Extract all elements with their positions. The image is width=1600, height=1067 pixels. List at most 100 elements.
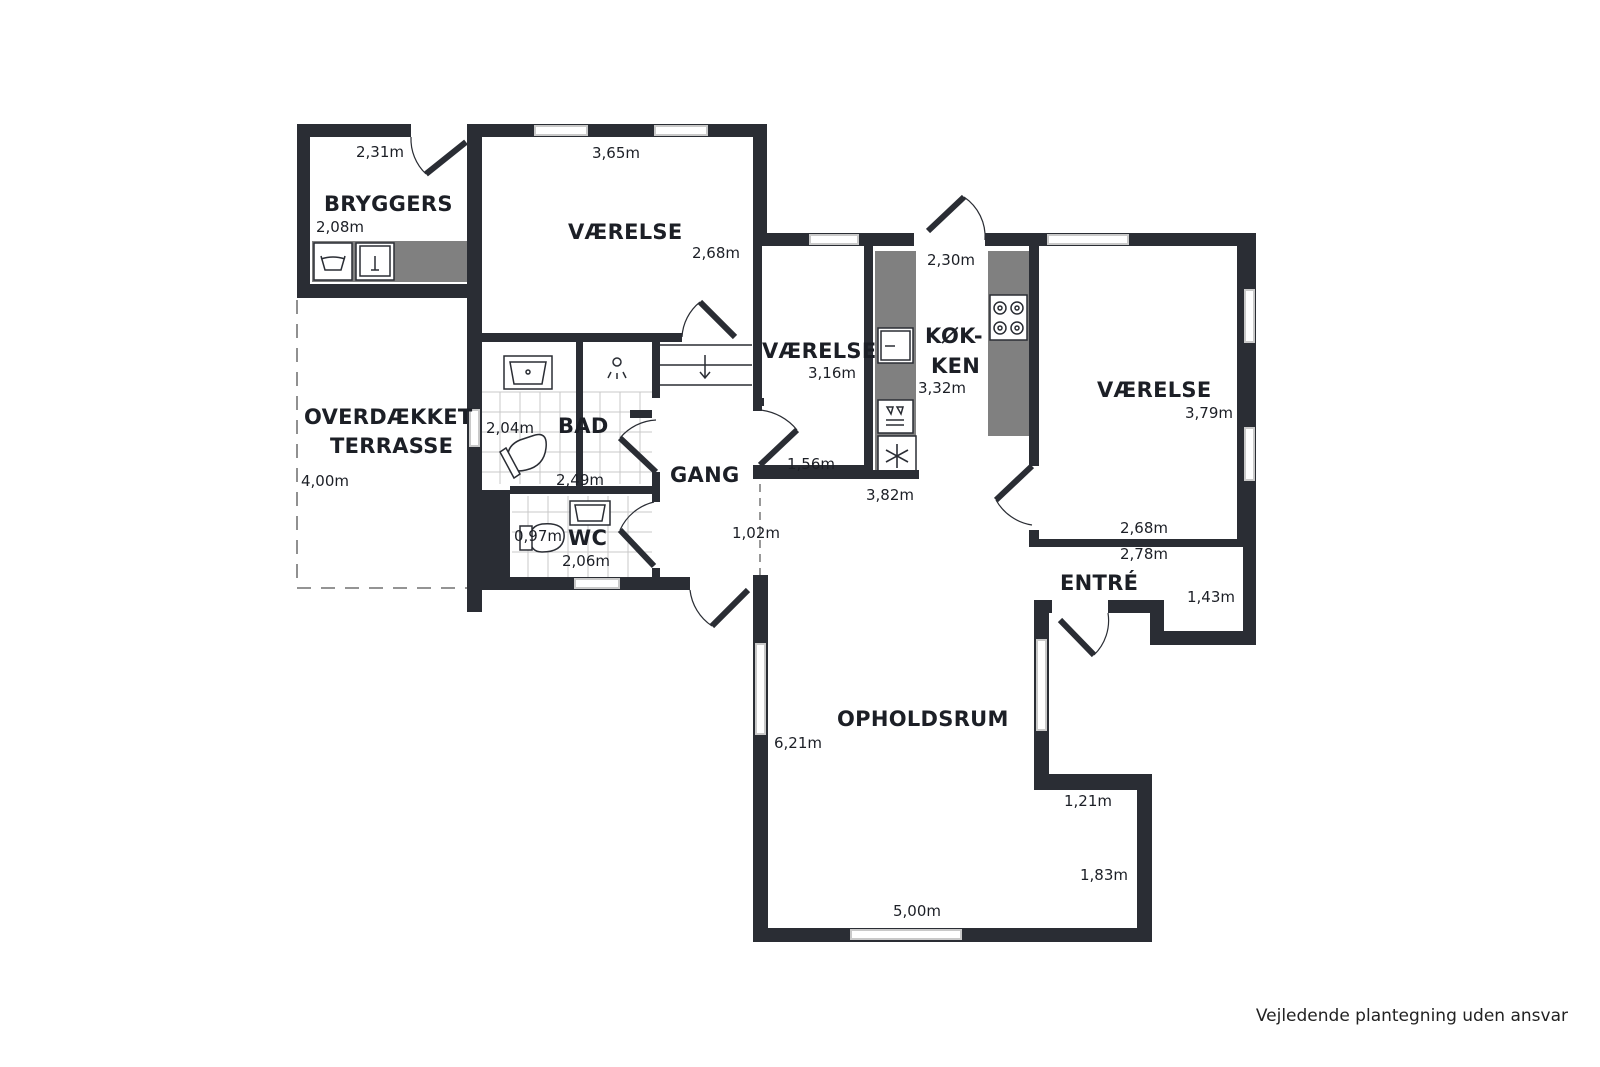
dim-vaerelse1-depth: 2,68m — [692, 244, 740, 262]
dim-vaerelse1-width: 3,65m — [592, 144, 640, 162]
burner-4-center — [1014, 325, 1020, 331]
wall-segment — [297, 124, 310, 298]
wall-segment — [1029, 539, 1245, 547]
room-label-opholdsrum: OPHOLDSRUM — [837, 707, 1009, 731]
windows — [469, 125, 1255, 940]
wall-segment — [1137, 774, 1152, 942]
window — [1244, 289, 1255, 343]
wall-segment — [753, 575, 768, 942]
dim-vaerelse3-width: 2,68m — [1120, 519, 1168, 537]
wall-segment — [467, 490, 510, 590]
dim-vaerelse3-depth: 3,79m — [1185, 404, 1233, 422]
dim-bad-depth: 2,04m — [486, 419, 534, 437]
wall-segment — [510, 486, 658, 494]
room-label-bad: BAD — [558, 414, 609, 438]
dim-bryggers-depth: 2,08m — [316, 218, 364, 236]
wall-segment — [467, 124, 767, 137]
disclaimer-text: Vejledende plantegning uden ansvar — [1255, 1006, 1568, 1026]
kitchen-counter-right — [988, 251, 1029, 436]
room-label-terrasse-1: OVERDÆKKET — [304, 405, 473, 429]
room-label-vaerelse-2: VÆRELSE — [762, 339, 877, 363]
door-bad — [617, 419, 659, 475]
dim-gang-width: 1,02m — [732, 524, 780, 542]
door-vaerelse3 — [993, 463, 1035, 526]
wall-segment — [1029, 246, 1039, 466]
toilet-tank — [499, 446, 521, 480]
dim-opholdsrum-depth: 6,21m — [774, 734, 822, 752]
terrace-outline — [296, 300, 467, 589]
window — [534, 125, 588, 136]
wall-segment — [1108, 600, 1164, 613]
room-label-terrasse-2: TERRASSE — [330, 434, 453, 458]
wall-segment — [864, 470, 919, 479]
dishwasher-icon — [877, 399, 914, 434]
wall-segment — [576, 342, 583, 488]
window — [1036, 639, 1047, 731]
dim-terrasse-depth: 4,00m — [301, 472, 349, 490]
door-terrace — [689, 587, 751, 629]
bad-sink-drain — [525, 369, 531, 375]
wall-segment — [297, 284, 481, 298]
dim-bad-width: 2,49m — [556, 471, 604, 489]
burner-2-center — [1014, 305, 1020, 311]
window — [1047, 234, 1129, 245]
window — [1244, 427, 1255, 481]
stair-arrow-icon — [699, 355, 711, 380]
room-label-koekken-2: KEN — [931, 354, 980, 378]
door-wc — [617, 501, 657, 569]
dim-wc-depth: 0,97m — [514, 527, 562, 545]
wall-segment — [1150, 631, 1256, 645]
room-labels: BRYGGERS VÆRELSE VÆRELSE KØK- KEN VÆRELS… — [304, 192, 1211, 731]
stairs — [656, 344, 752, 386]
wall-segment — [482, 333, 682, 342]
burner-1-center — [997, 305, 1003, 311]
window — [755, 643, 766, 735]
wc-sink-basin — [574, 504, 606, 522]
window — [574, 578, 620, 589]
shower-icon — [612, 357, 622, 367]
utility-faucet — [371, 256, 379, 271]
wall-segment — [1034, 774, 1151, 790]
door-kitchen-north — [925, 194, 986, 241]
window — [809, 234, 859, 245]
washing-machine-icon — [313, 242, 353, 281]
window — [469, 409, 480, 447]
wall-segment — [753, 465, 873, 479]
door-bryggers — [410, 136, 468, 177]
wall-segment — [753, 246, 762, 411]
room-label-vaerelse-1: VÆRELSE — [568, 220, 683, 244]
room-label-wc: WC — [568, 526, 607, 550]
door-vaerelse2 — [757, 409, 800, 468]
stair-treads — [656, 344, 752, 386]
door-entre — [1057, 612, 1110, 658]
washing-tub-icon — [320, 255, 346, 271]
window — [654, 125, 708, 136]
dimension-labels: 2,31m 2,08m 3,65m 2,68m 3,16m 1,56m 2,30… — [301, 143, 1235, 920]
wall-segment — [753, 124, 767, 246]
dim-koekken-total: 3,82m — [866, 486, 914, 504]
door-vaerelse1 — [681, 299, 738, 340]
dim-nook-width: 1,21m — [1064, 792, 1112, 810]
room-label-entre: ENTRÉ — [1060, 570, 1138, 595]
window — [850, 929, 962, 940]
dim-koekken-depth: 3,32m — [918, 379, 966, 397]
wall-segment — [297, 124, 411, 137]
wc-toilet-tank — [519, 525, 533, 551]
wall-segment — [864, 233, 914, 246]
wall-segment — [652, 472, 660, 502]
burner-3-center — [997, 325, 1003, 331]
toilet-icon — [507, 433, 547, 472]
dim-entre-width: 2,78m — [1120, 545, 1168, 563]
wall-segment — [1237, 246, 1245, 547]
room-label-koekken-1: KØK- — [925, 324, 983, 348]
room-label-bryggers: BRYGGERS — [324, 192, 453, 216]
room-label-gang: GANG — [670, 463, 740, 487]
wall-segment — [652, 568, 660, 590]
dim-koekken-width: 2,30m — [927, 251, 975, 269]
doors — [410, 136, 1110, 658]
dim-bryggers-width: 2,31m — [356, 143, 404, 161]
wall-segment — [652, 342, 660, 398]
wall-segment — [864, 246, 873, 479]
dim-nook-depth: 1,83m — [1080, 866, 1128, 884]
